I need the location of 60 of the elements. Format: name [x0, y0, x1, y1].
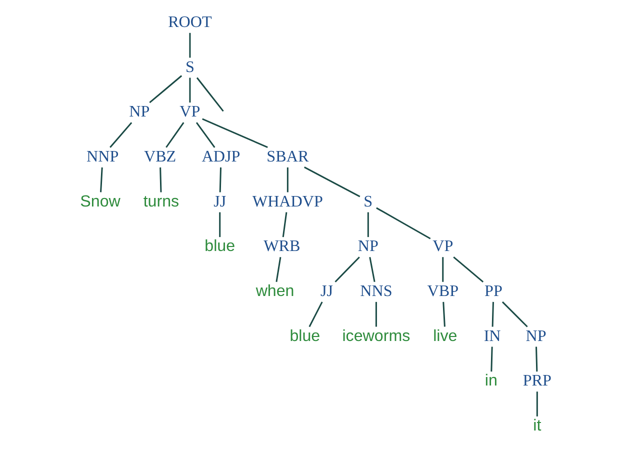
- connector: [189, 32, 191, 58]
- connector: [492, 302, 494, 327]
- node-text: VBZ: [144, 148, 176, 166]
- connector: [189, 78, 191, 103]
- node-text: VP: [180, 104, 200, 121]
- connector: [196, 77, 224, 112]
- node-text: ROOT: [168, 14, 212, 31]
- node-text: Snow: [80, 192, 120, 210]
- node-text: when: [256, 282, 294, 300]
- connector: [442, 302, 446, 327]
- connector: [219, 167, 222, 192]
- node-text: SBAR: [266, 148, 309, 166]
- node-text: blue: [204, 237, 236, 256]
- node-text: blue: [290, 326, 320, 345]
- connector: [453, 256, 484, 282]
- node-text: PP: [484, 283, 502, 300]
- connector: [100, 167, 103, 192]
- node-text: S: [185, 58, 194, 76]
- connector: [490, 346, 493, 372]
- connector: [286, 167, 288, 192]
- connector: [160, 167, 162, 192]
- connector: [219, 212, 221, 238]
- connector: [149, 75, 182, 104]
- node-text: ADJP: [202, 148, 240, 166]
- connector: [276, 256, 282, 282]
- node-text: PRP: [522, 372, 552, 390]
- node-text: NP: [129, 104, 150, 121]
- node-text: NNS: [360, 283, 392, 300]
- connector: [110, 122, 132, 148]
- connector: [334, 256, 360, 282]
- node-text: WRB: [264, 238, 300, 256]
- connector: [442, 257, 444, 282]
- connector: [367, 212, 369, 238]
- connector: [282, 212, 288, 238]
- node-text: JJ: [214, 193, 226, 210]
- node-text: live: [433, 326, 458, 345]
- node-text: NNP: [86, 148, 119, 166]
- connector: [166, 122, 184, 148]
- node-text: NP: [358, 238, 378, 256]
- connector: [308, 302, 323, 328]
- connector: [536, 392, 538, 416]
- node-text: in: [484, 372, 498, 390]
- connector: [375, 302, 377, 327]
- node-text: it: [533, 416, 542, 435]
- node-text: IN: [484, 328, 501, 345]
- connector: [536, 346, 538, 372]
- connector: [376, 207, 431, 240]
- node-text: JJ: [320, 283, 334, 300]
- node-text: VP: [432, 238, 454, 256]
- connector: [304, 166, 360, 198]
- connector: [369, 256, 376, 282]
- node-text: turns: [143, 192, 180, 210]
- connector: [202, 118, 268, 148]
- connector: [196, 122, 216, 148]
- node-text: iceworms: [342, 326, 410, 345]
- node-text: S: [364, 193, 373, 210]
- node-text: NP: [526, 328, 546, 345]
- node-text: WHADVP: [252, 193, 323, 210]
- node-text: VBP: [427, 283, 459, 300]
- connector: [502, 301, 528, 328]
